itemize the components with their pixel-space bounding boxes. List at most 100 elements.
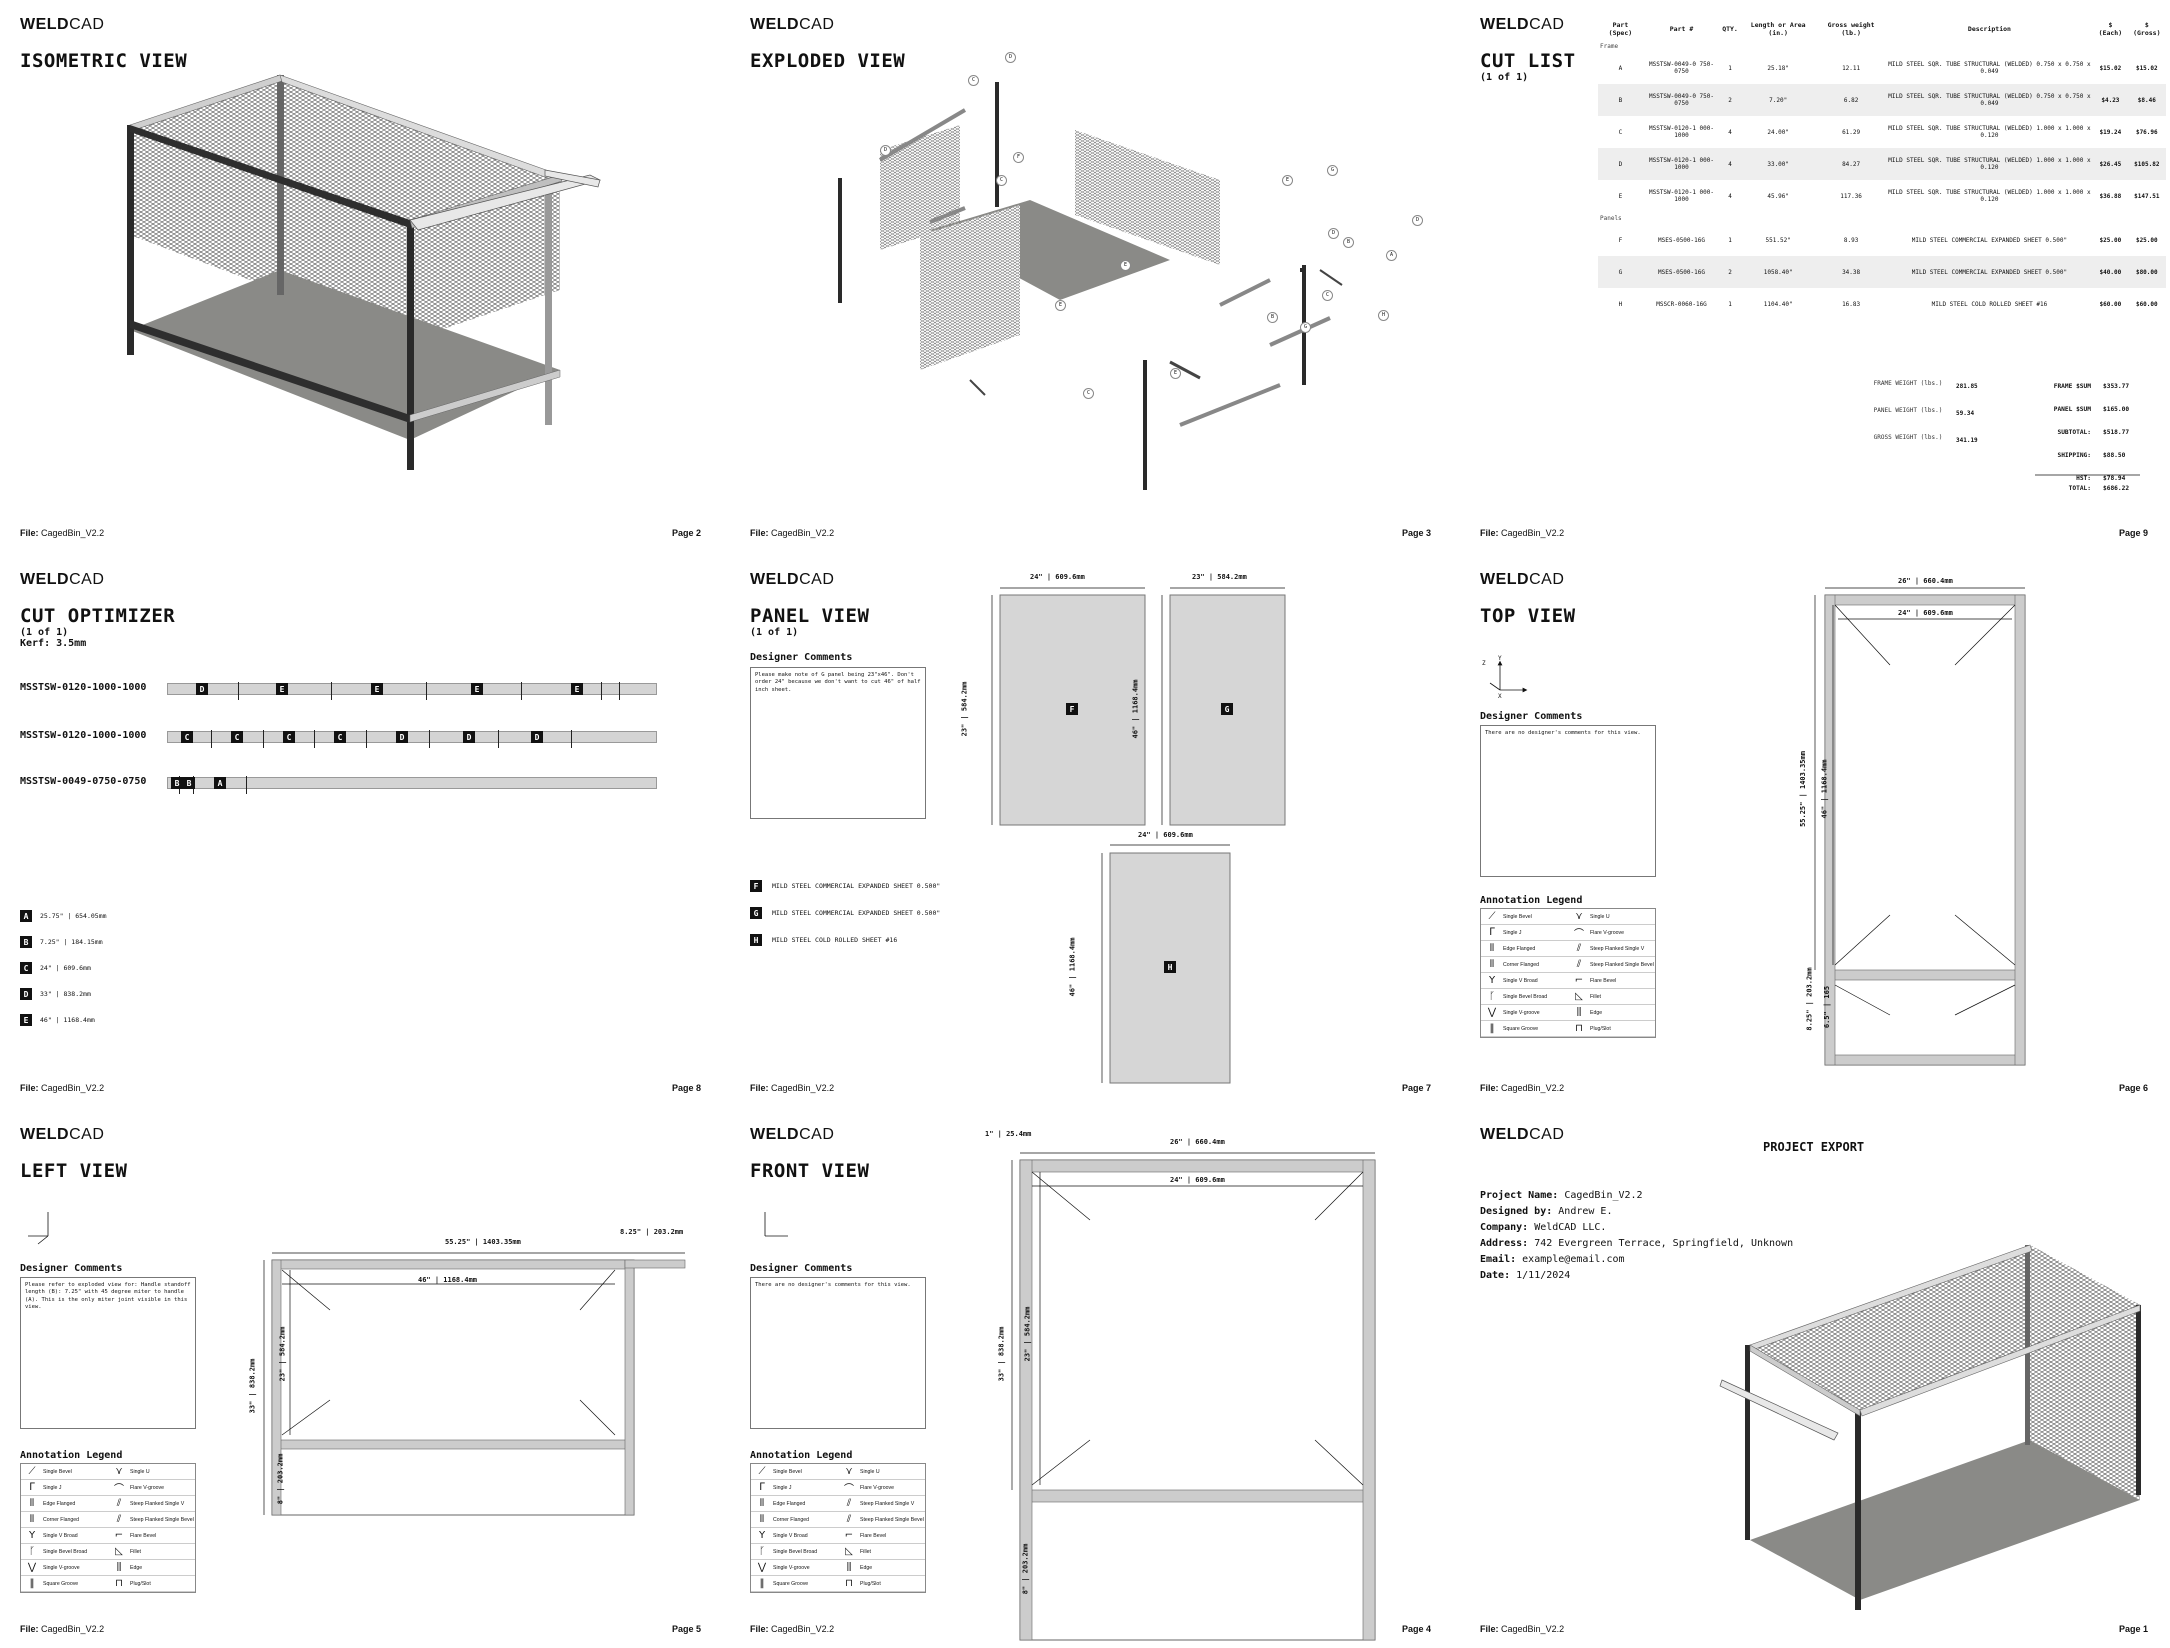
weld-symbol-icon: Y [28, 1530, 36, 1541]
cost-label: SUBTOTAL: [2057, 429, 2091, 436]
legend-item: ⫼Edge [838, 1560, 925, 1576]
weld-symbol-icon: ⋁ [27, 1562, 37, 1573]
legend-item: ⌒Flare V-groove [838, 1480, 925, 1496]
dim-h1: 23" | 584.2mm [278, 1326, 287, 1382]
file-footer: File: CagedBin_V2.2 [20, 528, 105, 538]
legend-item: ⫽Steep Flanked Single V [108, 1496, 195, 1512]
legend-label: Single V-groove [773, 1564, 810, 1571]
file-footer: File: CagedBin_V2.2 [20, 1083, 105, 1093]
project-field: Address: 742 Evergreen Terrace, Springfi… [1480, 1238, 1793, 1249]
table-cell: $40.00 [2093, 256, 2128, 288]
weld-symbol-icon: ‖ [759, 1578, 765, 1589]
table-cell: MILD STEEL SQR. TUBE STRUCTURAL (WELDED)… [1888, 189, 2091, 203]
cost-value: $78.94 [2103, 475, 2126, 482]
table-header: $ (Gross) [2133, 21, 2161, 37]
weld-symbol-icon: ⊓ [1575, 1023, 1583, 1034]
cut-tag: B [183, 777, 195, 789]
weight-value: 281.85 [1956, 383, 1978, 390]
dim-inner-length: 46" | 1168.4mm [1820, 759, 1829, 819]
page-cut-list: WELDCAD CUT LIST (1 of 1) Part (Spec)Par… [1460, 0, 2170, 552]
cut-line [498, 730, 499, 748]
axis-z: Z [1482, 660, 1486, 667]
key-text: 25.75" | 654.05mm [40, 912, 107, 920]
panel-key-text: MILD STEEL COMMERCIAL EXPANDED SHEET 0.5… [772, 882, 941, 890]
legend-item: ⌒Flare V-groove [1568, 925, 1655, 941]
page-title: CUT OPTIMIZER [20, 605, 176, 627]
cut-tag: E [371, 683, 383, 695]
table-cell: $105.82 [2127, 148, 2166, 180]
legend-label: Flare V-groove [1590, 929, 1625, 936]
weld-symbol-icon: ⫼ [116, 1562, 122, 1573]
field-value: CagedBin_V2.2 [1564, 1190, 1643, 1201]
legend-label: Single U [1590, 913, 1610, 920]
cut-tag: E [471, 683, 483, 695]
table-cell: 25.18" [1767, 64, 1790, 72]
key-tag: A [20, 910, 32, 922]
legend-item: ⋁Single V-groove [1481, 1005, 1568, 1021]
legend-label: Single J [43, 1484, 62, 1491]
weld-symbol-icon: ⫽ [116, 1498, 122, 1509]
weld-symbol-icon: ◺ [845, 1546, 853, 1557]
legend-label: Flare Bevel [130, 1532, 157, 1539]
project-field: Company: WeldCAD LLC. [1480, 1222, 1606, 1233]
table-cell: E [1618, 192, 1623, 200]
weld-symbol-icon: ᚴ [1489, 991, 1495, 1002]
page-left-view: WELDCAD LEFT VIEW Designer Comments Plea… [0, 1110, 723, 1648]
legend-item: ⊓Plug/Slot [1568, 1021, 1655, 1037]
table-cell: 33.00" [1739, 148, 1817, 180]
legend-item: ⫽Steep Flanked Single Bevel [108, 1512, 195, 1528]
weld-symbol-icon: ⋁ [1487, 1007, 1497, 1018]
legend-item: ⫼Edge [1568, 1005, 1655, 1021]
page-top-view: WELDCAD TOP VIEW Z Y X Designer Comments… [1460, 555, 2170, 1107]
table-cell: 1 [1728, 236, 1732, 244]
table-cell: 1058.40" [1739, 256, 1817, 288]
legend-item: ⋎Single U [1568, 909, 1655, 925]
legend-label: Steep Flanked Single V [1590, 945, 1645, 952]
legend-label: Steep Flanked Single Bevel [1590, 961, 1654, 968]
dim-h-low: 8" | 203.2mm [1021, 1543, 1030, 1595]
legend-label: Edge [860, 1564, 873, 1571]
weld-symbol-icon: ⟋ [1488, 911, 1496, 922]
page-title: TOP VIEW [1480, 605, 1576, 627]
table-cell: B [1598, 84, 1643, 116]
callout-label: C [1083, 388, 1094, 399]
callout-label: G [1300, 322, 1311, 333]
cost-value: $353.77 [2103, 383, 2130, 390]
weld-symbol-icon: ⫽ [1576, 959, 1582, 970]
table-cell: MILD STEEL SQR. TUBE STRUCTURAL (WELDED)… [1885, 148, 2094, 180]
table-cell: MSSTSW-0049-0 750-0750 [1642, 84, 1721, 116]
key-text: 24" | 609.6mm [40, 964, 91, 972]
comments-title: Designer Comments [1480, 711, 1583, 722]
table-cell: 4 [1728, 192, 1732, 200]
table-header: $ (Each) [2098, 21, 2123, 37]
legend-item: ⌐Flare Bevel [108, 1528, 195, 1544]
stock-label: MSSTSW-0049-0750-0750 [20, 776, 147, 787]
weld-symbol-icon: ⫴ [29, 1514, 35, 1525]
stock-label: MSSTSW-0120-1000-1000 [20, 730, 147, 741]
tag-g: G [1221, 703, 1233, 715]
legend-item: ⌒Flare V-groove [108, 1480, 195, 1496]
page-front-view: WELDCAD FRONT VIEW Designer Comments The… [730, 1110, 1453, 1648]
legend-label: Square Groove [1503, 1025, 1539, 1032]
panel-h-width: 24" | 609.6mm [1138, 831, 1193, 839]
weld-symbol-icon: ᒥ [1489, 927, 1495, 938]
table-cell: MSSTSW-0120-1 000-1000 [1648, 125, 1715, 139]
key-item: C 24" | 609.6mm [20, 962, 91, 974]
dim-length: 55.25" | 1403.35mm [1798, 751, 1807, 827]
panel-key-tag: F [750, 880, 762, 892]
page-project-export: WELDCAD PROJECT EXPORT Project Name: Cag… [1460, 1110, 2170, 1648]
legend-item: ⋎Single U [108, 1464, 195, 1480]
cut-line [211, 730, 212, 748]
table-cell: MSSTSW-0120-1 000-1000 [1642, 148, 1721, 180]
key-tag: C [20, 962, 32, 974]
table-cell: 6.82 [1816, 84, 1886, 116]
table-cell: 1104.40" [1763, 300, 1793, 308]
